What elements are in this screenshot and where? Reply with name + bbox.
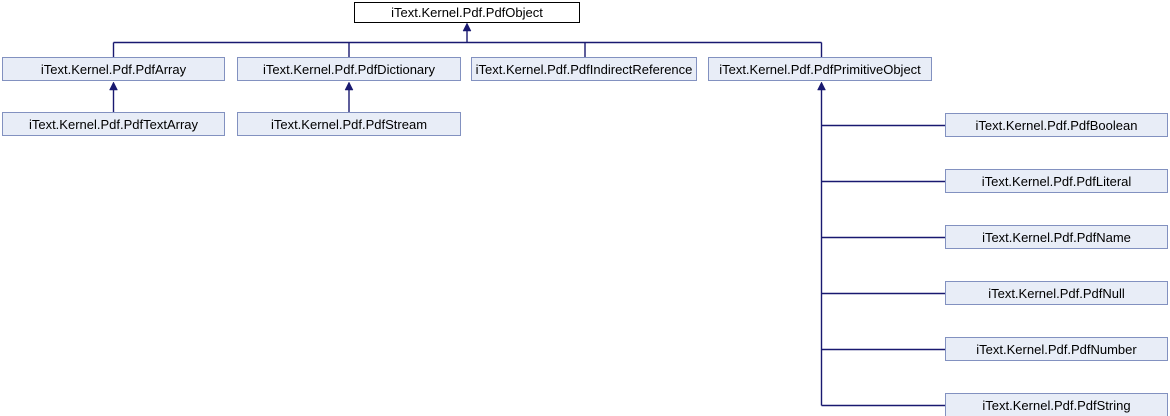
node-pdfprimitiveobject[interactable]: iText.Kernel.Pdf.PdfPrimitiveObject: [708, 57, 932, 81]
arrowhead-pdfprimitiveobject: [817, 81, 826, 91]
node-pdfliteral[interactable]: iText.Kernel.Pdf.PdfLiteral: [945, 169, 1168, 193]
node-pdftextarray[interactable]: iText.Kernel.Pdf.PdfTextArray: [2, 112, 225, 136]
arrowhead-pdfarray: [109, 81, 118, 91]
node-pdfobject: iText.Kernel.Pdf.PdfObject: [354, 2, 580, 23]
node-pdfdictionary[interactable]: iText.Kernel.Pdf.PdfDictionary: [237, 57, 461, 81]
node-pdfname[interactable]: iText.Kernel.Pdf.PdfName: [945, 225, 1168, 249]
arrowhead-pdfdictionary: [344, 81, 354, 91]
node-pdfstream[interactable]: iText.Kernel.Pdf.PdfStream: [237, 112, 461, 136]
node-pdfnull[interactable]: iText.Kernel.Pdf.PdfNull: [945, 281, 1168, 305]
node-pdfarray[interactable]: iText.Kernel.Pdf.PdfArray: [2, 57, 225, 81]
node-pdfboolean[interactable]: iText.Kernel.Pdf.PdfBoolean: [945, 113, 1168, 137]
arrowhead-pdfobject: [462, 22, 472, 32]
node-pdfindirectreference[interactable]: iText.Kernel.Pdf.PdfIndirectReference: [471, 57, 697, 81]
node-pdfstring[interactable]: iText.Kernel.Pdf.PdfString: [945, 393, 1168, 416]
node-pdfnumber[interactable]: iText.Kernel.Pdf.PdfNumber: [945, 337, 1168, 361]
